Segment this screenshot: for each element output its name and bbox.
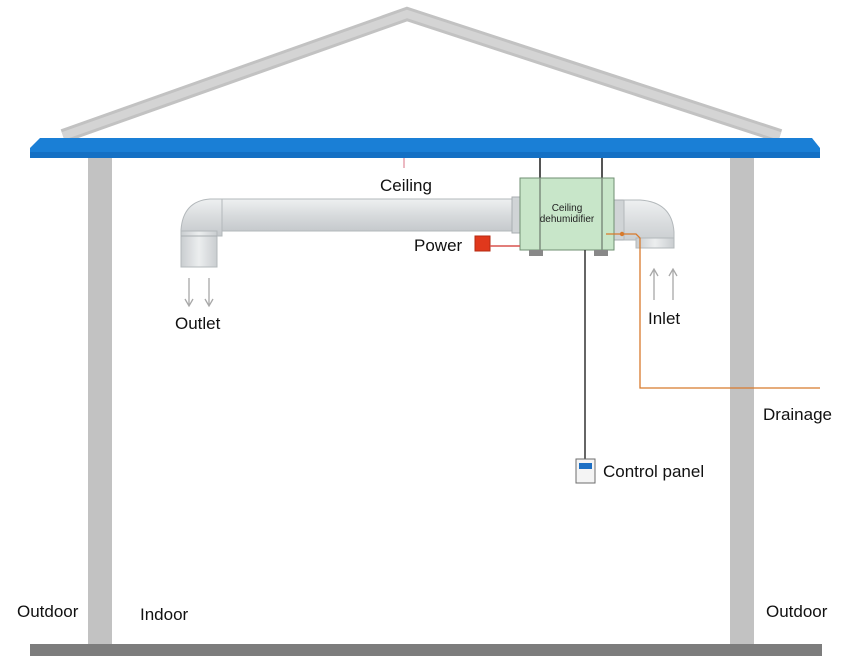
left-wall	[88, 150, 112, 646]
unit-label-line2: dehumidifier	[539, 214, 595, 225]
inlet-duct	[613, 199, 675, 249]
right-wall	[730, 150, 754, 646]
ceiling-label: Ceiling	[380, 176, 432, 195]
unit-label: Ceiling dehumidifier	[522, 203, 612, 225]
outlet-arrows	[184, 278, 214, 308]
outlet-duct	[180, 196, 522, 268]
power-label: Power	[414, 236, 463, 255]
inlet-arrows	[649, 267, 678, 300]
outdoor-left-label: Outdoor	[17, 602, 79, 621]
drainage-label: Drainage	[763, 405, 832, 424]
control-panel-label: Control panel	[603, 462, 705, 481]
ceiling-dehumidifier-unit	[519, 177, 615, 256]
ground	[30, 644, 822, 656]
gable-roof-outline	[60, 6, 783, 143]
outdoor-right-label: Outdoor	[766, 602, 828, 621]
control-panel-device	[575, 458, 596, 484]
inlet-label: Inlet	[648, 309, 681, 328]
drain-fitting	[619, 231, 625, 237]
power-box	[474, 235, 491, 252]
indoor-label: Indoor	[140, 605, 189, 624]
drainage-line	[606, 233, 820, 389]
unit-label-line1: Ceiling	[551, 203, 583, 214]
ceiling-slab-edge	[30, 152, 820, 158]
outlet-label: Outlet	[175, 314, 221, 333]
